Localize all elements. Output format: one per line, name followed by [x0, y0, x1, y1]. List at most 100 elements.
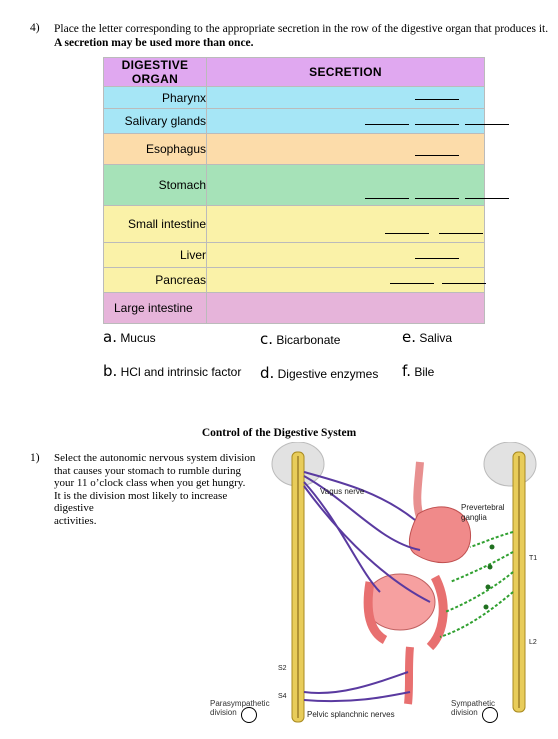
vagus-branch [303, 485, 431, 603]
q1-line: that causes your stomach to rumble durin… [54, 464, 241, 477]
ganglia-label: ganglia [461, 513, 487, 522]
option-letter: e. [402, 328, 416, 346]
small-intestine-shape [364, 573, 436, 631]
s4-label: S4 [278, 693, 287, 700]
table-row: Pancreas [103, 267, 486, 293]
question-1-text: Select the autonomic nervous system divi… [54, 452, 269, 527]
section-title: Control of the Digestive System [201, 427, 357, 439]
q1-line: It is the division most likely to increa… [54, 489, 228, 515]
option-f: f. Bile [402, 362, 434, 380]
ganglion-dot [485, 584, 491, 590]
pelvic-nerve-line [303, 671, 409, 694]
esophagus-shape [413, 461, 424, 519]
option-letter: f. [402, 362, 411, 380]
ganglion-dot [483, 604, 489, 610]
organ-esophagus: Esophagus [103, 133, 207, 165]
answer-blank[interactable] [415, 154, 459, 156]
option-d: d. Digestive enzymes [260, 364, 378, 382]
option-letter: a. [103, 328, 117, 346]
question-4-instruction: Place the letter corresponding to the ap… [54, 23, 549, 35]
ganglion-dot [489, 544, 495, 550]
option-text: Bicarbonate [276, 333, 341, 347]
answer-blank[interactable] [415, 123, 459, 125]
table-row: Salivary glands [103, 108, 509, 134]
question-4-number: 4) [30, 22, 40, 34]
answer-blank[interactable] [365, 123, 409, 125]
organ-stomach: Stomach [103, 164, 207, 206]
organ-large-intestine: Large intestine [103, 292, 207, 324]
table-row: Esophagus [103, 133, 485, 165]
secretion-cell-esophagus [206, 133, 485, 165]
secretion-cell-pharynx [206, 86, 485, 109]
question-1-number: 1) [30, 452, 40, 464]
parasympathetic-line1: Parasympathetic [210, 699, 270, 708]
l2-label: L2 [529, 639, 537, 646]
vagus-branch [303, 475, 421, 551]
sympathetic-fiber [449, 551, 514, 583]
header-digestive-organ: DIGESTIVE ORGAN [103, 57, 207, 87]
parasympathetic-choice-circle[interactable] [241, 707, 257, 723]
option-b: b. HCl and intrinsic factor [103, 362, 241, 380]
answer-blank[interactable] [385, 232, 429, 234]
answer-blank[interactable] [415, 257, 459, 259]
organ-pharynx: Pharynx [103, 86, 207, 109]
organ-pancreas: Pancreas [103, 267, 207, 293]
answer-blank[interactable] [439, 232, 483, 234]
answer-blank[interactable] [465, 197, 509, 199]
answer-blank[interactable] [390, 282, 434, 284]
secretion-cell-salivary [206, 108, 509, 134]
option-letter: d. [260, 364, 275, 382]
parasympathetic-label: Parasympathetic division [210, 699, 270, 717]
rectum-shape [404, 646, 414, 705]
option-letter: c. [260, 330, 274, 348]
answer-blank[interactable] [415, 98, 459, 100]
q1-line: activities. [54, 514, 97, 527]
option-text: Digestive enzymes [277, 367, 379, 381]
q1-line: Select the autonomic nervous system divi… [54, 452, 256, 464]
option-a: a. Mucus [103, 328, 156, 346]
organ-salivary-glands: Salivary glands [103, 108, 207, 134]
sympathetic-choice-circle[interactable] [482, 707, 498, 723]
ans-digestive-figure: Vagus nerve Prevertebral ganglia T1 L2 S… [271, 442, 537, 723]
sympathetic-fiber [469, 531, 514, 548]
sympathetic-label: Sympathetic division [451, 699, 495, 717]
option-text: Mucus [120, 331, 156, 345]
organ-secretion-table: DIGESTIVE ORGAN SECRETION Pharynx Saliva… [103, 57, 509, 324]
table-row: Large intestine [103, 292, 485, 324]
sympathetic-fiber [439, 591, 514, 638]
question-4-text: Place the letter corresponding to the ap… [54, 22, 549, 50]
answer-blank[interactable] [442, 282, 486, 284]
option-letter: b. [103, 362, 118, 380]
option-text: Saliva [419, 331, 453, 345]
s2-label: S2 [278, 665, 287, 672]
pelvic-nerve-line [303, 691, 411, 703]
ganglion-dot [487, 564, 493, 570]
option-text: Bile [414, 365, 435, 379]
sympathetic-line1: Sympathetic [451, 699, 496, 708]
t1-label: T1 [529, 555, 537, 562]
parasympathetic-line2: division [210, 708, 237, 717]
sympathetic-fiber [444, 571, 514, 613]
table-row: Stomach [103, 164, 509, 206]
answer-blank[interactable] [465, 123, 509, 125]
vagus-branch [303, 481, 381, 593]
descending-colon [426, 574, 448, 651]
secretion-cell-small-intestine [206, 205, 485, 243]
secretion-cell-large-intestine [206, 292, 485, 324]
vagus-nerve-label: Vagus nerve [320, 487, 365, 496]
sympathetic-line2: division [451, 708, 478, 717]
answer-blank[interactable] [365, 197, 409, 199]
secretion-cell-stomach [206, 164, 509, 206]
table-row: Liver [103, 242, 485, 268]
secretion-cell-pancreas [206, 267, 486, 293]
stomach-shape [408, 506, 471, 564]
option-text: HCl and intrinsic factor [120, 365, 242, 379]
organ-liver: Liver [103, 242, 207, 268]
table-header-row: DIGESTIVE ORGAN SECRETION [103, 57, 485, 87]
option-c: c. Bicarbonate [260, 330, 340, 348]
answer-blank[interactable] [415, 197, 459, 199]
table-row: Pharynx [103, 86, 485, 109]
question-4-note: A secretion may be used more than once. [54, 37, 254, 49]
ascending-colon [363, 581, 388, 644]
pelvic-splanchnic-label: Pelvic splanchnic nerves [307, 710, 395, 719]
